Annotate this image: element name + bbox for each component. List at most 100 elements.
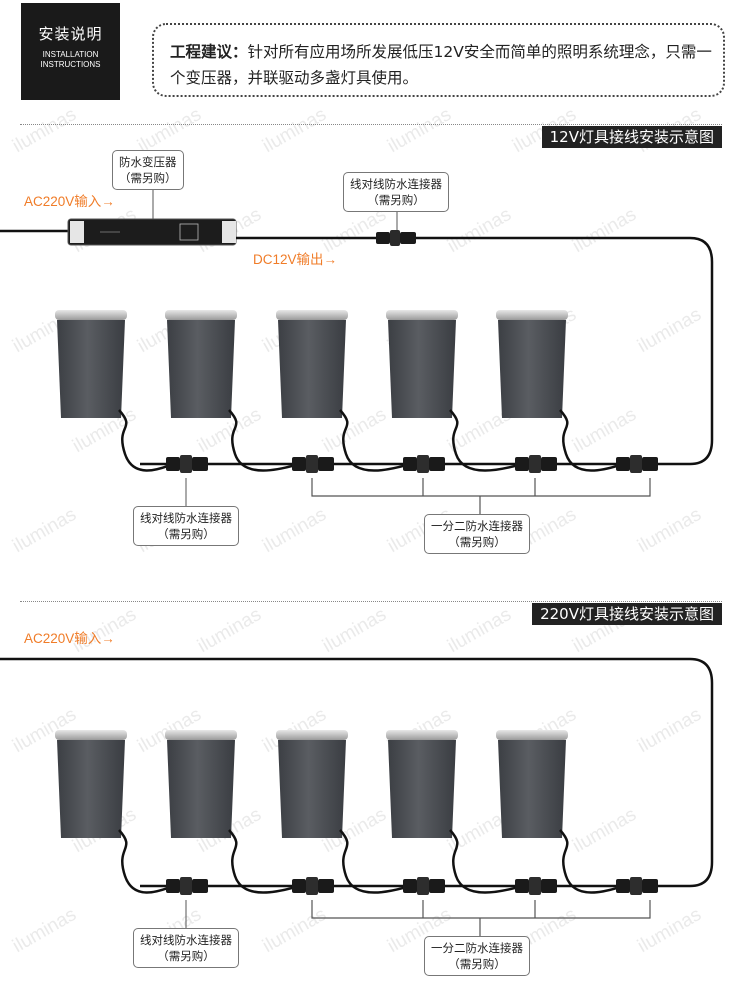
led12v-splitter-connector-1 [292,455,334,473]
connectors-12v [166,455,658,473]
ac220v-splitter-connector-2 [403,877,445,895]
ac220v-lamp-4 [386,730,524,894]
left-connector-label-12v-sub: （需另购） [157,527,215,541]
ac220v-connector-right-5 [642,879,658,893]
ac220v-lamp-ring-2 [165,730,237,740]
led12v-splitter-connector-2 [403,455,445,473]
led12v-connector-right-3 [429,457,445,471]
splitter-label-12v: 一分二防水连接器 （需另购） [424,514,530,554]
transformer [67,218,237,246]
ac220v-connector-right-4 [541,879,557,893]
ac220v-connector-left-1 [166,879,180,893]
splitter-label-12v-text: 一分二防水连接器 [431,519,523,533]
led12v-connector-mid-1 [180,455,192,473]
transformer-label-text: 防水变压器 [119,155,177,169]
ac220v-lamp-lead-2 [228,829,301,894]
led12v-connector-right-2 [318,457,334,471]
engineering-note: 工程建议：针对所有应用场所发展低压12V安全而简单的照明系统理念，只需一个变压器… [152,23,725,97]
led12v-splitter-connector-3 [515,455,557,473]
led12v-connector-right-5 [642,457,658,471]
splitter-bracket-220v [311,900,651,936]
splitter-label-220v-text: 一分二防水连接器 [431,941,523,955]
led12v-lamp-lead-1 [118,409,175,472]
ac220v-connector-left-5 [616,879,630,893]
ac220v-lamp-ring-3 [276,730,348,740]
ac220v-lamp-body-3 [278,740,346,838]
ac220v-connector-mid-3 [417,877,429,895]
led12v-lamp-1 [55,310,175,472]
ac220v-lamp-lead-1 [118,829,175,894]
ac220v-lamp-2 [165,730,301,894]
note-label: 工程建议： [170,43,248,61]
splitter-bracket-12v [311,478,651,514]
ac220v-connector-mid-2 [306,877,318,895]
ac220v-connector-left-2 [292,879,306,893]
ac220v-connector-left-3 [403,879,417,893]
led12v-connector-left-5 [616,457,630,471]
led12v-lamp-ring-2 [165,310,237,320]
left-connector-label-220v: 线对线防水连接器 （需另购） [133,928,239,968]
ac220v-connector-mid-4 [529,877,541,895]
transformer-label-sub: （需另购） [119,171,177,185]
led12v-lamp-ring-1 [55,310,127,320]
splitter-label-220v-sub: （需另购） [448,957,506,971]
dc-trunk-cable [236,236,714,466]
ac220v-splitter-connector-3 [515,877,557,895]
ac220v-inline-connector [166,877,208,895]
led12v-splitter-connector-4 [616,455,658,473]
transformer-label: 防水变压器 （需另购） [112,150,184,190]
led12v-lamp-body-5 [498,320,566,418]
lamps-220v [55,730,625,894]
ac220v-lamp-ring-4 [386,730,458,740]
ac220v-connector-right-1 [192,879,208,893]
ac220v-splitter-connector-4 [616,877,658,895]
ac-input-label-220v: AC220V输入→ [24,631,115,646]
ac220v-lamp-lead-5 [559,829,625,894]
note-body: 针对所有应用场所发展低压12V安全而简单的照明系统理念，只需一个变压器，并联驱动… [170,43,712,87]
led12v-lamp-5 [496,310,625,472]
connectors-220v [166,877,658,895]
lamps-12v [55,310,625,472]
ac220v-connector-mid-5 [630,877,642,895]
section-12v-title: 12V灯具接线安装示意图 [541,126,722,148]
ac220v-lamp-5 [496,730,625,894]
title-cn: 安装说明 [38,25,103,43]
led12v-connector-left-1 [166,457,180,471]
left-connector-label-220v-sub: （需另购） [157,949,215,963]
led12v-lamp-ring-5 [496,310,568,320]
ac220v-connector-left-4 [515,879,529,893]
ac220v-lamp-lead-3 [339,829,412,894]
ac220v-connector-right-2 [318,879,334,893]
led12v-lamp-body-1 [57,320,125,418]
ac220v-connector-mid-1 [180,877,192,895]
left-connector-label-12v-text: 线对线防水连接器 [140,511,232,525]
ac220v-splitter-connector-1 [292,877,334,895]
ac220v-lamp-body-5 [498,740,566,838]
ac220v-lamp-1 [55,730,175,894]
led12v-lamp-ring-4 [386,310,458,320]
led12v-connector-right-4 [541,457,557,471]
led12v-lamp-3 [276,310,412,472]
top-inline-connector [376,230,416,246]
title-en-line1: INSTALLATION [42,50,99,59]
ac220v-lamp-body-4 [388,740,456,838]
led12v-inline-connector [166,455,208,473]
led12v-lamp-lead-4 [449,409,524,472]
led12v-connector-left-3 [403,457,417,471]
led12v-connector-mid-5 [630,455,642,473]
led12v-lamp-lead-5 [559,409,625,472]
splitter-label-220v: 一分二防水连接器 （需另购） [424,936,530,976]
ac220v-lamp-body-1 [57,740,125,838]
led12v-connector-left-4 [515,457,529,471]
section-220v-separator [20,601,722,602]
left-connector-label-220v-text: 线对线防水连接器 [140,933,232,947]
led12v-lamp-4 [386,310,524,472]
led12v-lamp-body-3 [278,320,346,418]
led12v-connector-mid-2 [306,455,318,473]
title-en-line2: INSTRUCTIONS [40,60,101,69]
top-connector-label-text: 线对线防水连接器 [350,177,442,191]
ac220v-lamp-3 [276,730,412,894]
led12v-connector-mid-3 [417,455,429,473]
led12v-lamp-lead-2 [228,409,301,472]
